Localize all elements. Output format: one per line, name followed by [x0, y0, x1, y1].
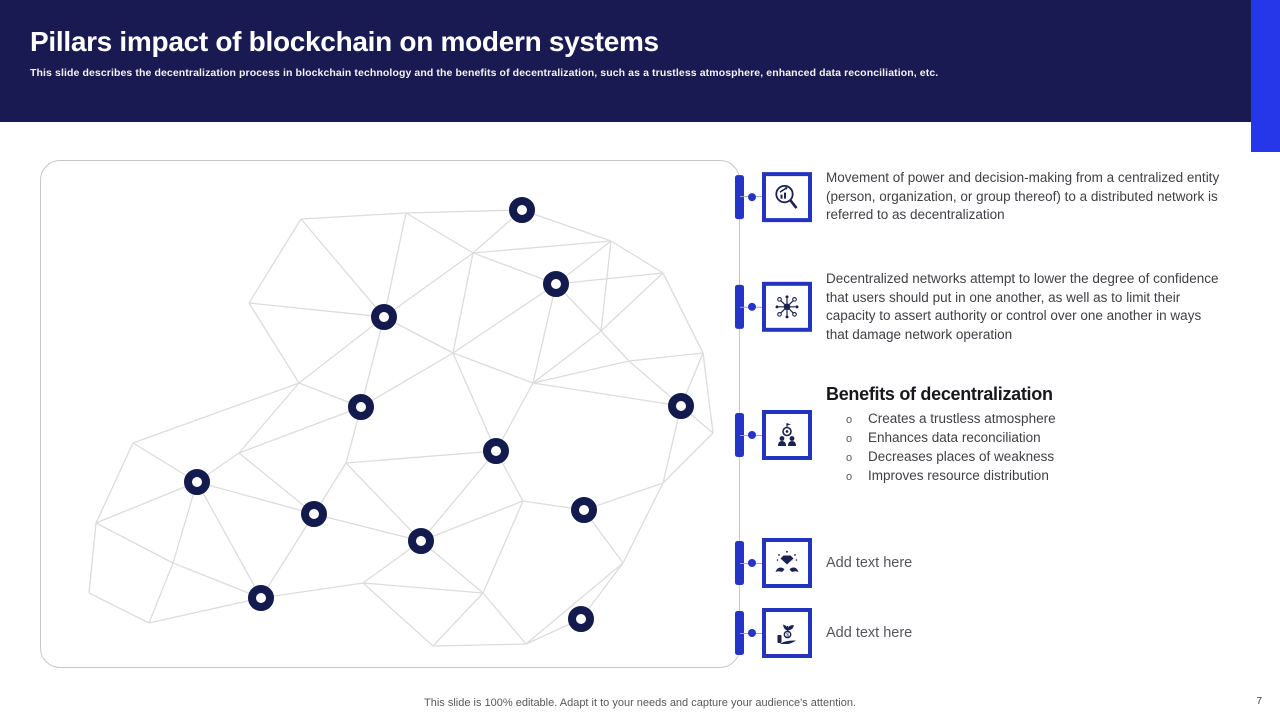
- list-item: o Enhances data reconciliation: [846, 429, 1056, 448]
- network-node: [568, 606, 594, 632]
- list-item-network-confidence: Decentralized networks attempt to lower …: [735, 270, 1226, 344]
- connector-pill: [735, 285, 744, 329]
- connector-dot: [748, 431, 756, 439]
- network-node: [248, 585, 274, 611]
- network-mesh: [88, 197, 714, 647]
- connector-line: [740, 629, 762, 638]
- connector-line: [740, 431, 762, 440]
- list-item: o Creates a trustless atmosphere: [846, 410, 1056, 429]
- item-text: Decentralized networks attempt to lower …: [826, 270, 1219, 342]
- add-text-placeholder[interactable]: Add text here: [826, 625, 913, 641]
- slide-header: Pillars impact of blockchain on modern s…: [0, 0, 1280, 122]
- connector-line: [740, 559, 762, 568]
- list-item-placeholder-1: Add text here: [735, 538, 912, 588]
- list-item: o Decreases places of weakness: [846, 448, 1056, 467]
- connector-pill: [735, 413, 744, 457]
- list-item-benefits: Benefits of decentralization o Creates a…: [735, 384, 1056, 486]
- analytics-magnifier-icon: [762, 172, 812, 222]
- page-title: Pillars impact of blockchain on modern s…: [30, 26, 659, 57]
- bullet-icon: o: [846, 433, 853, 445]
- connector-dot: [748, 193, 756, 201]
- list-item-placeholder-2: $ Add text here: [735, 608, 912, 658]
- list-item-decentralization-definition: Movement of power and decision-making fr…: [735, 169, 1226, 225]
- hands-diamond-icon: [762, 538, 812, 588]
- network-node: [371, 304, 397, 330]
- bullet-icon: o: [846, 414, 853, 426]
- team-gear-icon: [762, 410, 812, 460]
- item-text: Movement of power and decision-making fr…: [826, 170, 1220, 223]
- page-subtitle: This slide describes the decentralizatio…: [30, 67, 939, 80]
- bullet-icon: o: [846, 452, 853, 464]
- list-item: o Improves resource distribution: [846, 467, 1056, 486]
- network-diagram-panel: [40, 160, 740, 668]
- connector-dot: [748, 303, 756, 311]
- add-text-placeholder[interactable]: Add text here: [826, 555, 913, 571]
- network-node: [571, 497, 597, 523]
- network-node: [668, 393, 694, 419]
- connector-pill: [735, 541, 744, 585]
- footer-note: This slide is 100% editable. Adapt it to…: [424, 697, 856, 709]
- benefits-heading: Benefits of decentralization: [826, 384, 1053, 404]
- connector-line: [740, 303, 762, 312]
- accent-bar: [1251, 0, 1280, 152]
- bullet-icon: o: [846, 471, 853, 483]
- decentralized-network-icon: [762, 282, 812, 332]
- money-growth-icon: $: [762, 608, 812, 658]
- connector-dot: [748, 629, 756, 637]
- connector-dot: [748, 559, 756, 567]
- svg-text:$: $: [786, 633, 789, 639]
- connector-pill: [735, 175, 744, 219]
- network-node: [184, 469, 210, 495]
- network-node: [509, 197, 535, 223]
- network-node: [408, 528, 434, 554]
- network-node: [348, 394, 374, 420]
- network-node: [483, 438, 509, 464]
- page-number: 7: [1256, 696, 1262, 707]
- connector-line: [740, 193, 762, 202]
- connector-pill: [735, 611, 744, 655]
- network-node: [301, 501, 327, 527]
- network-node: [543, 271, 569, 297]
